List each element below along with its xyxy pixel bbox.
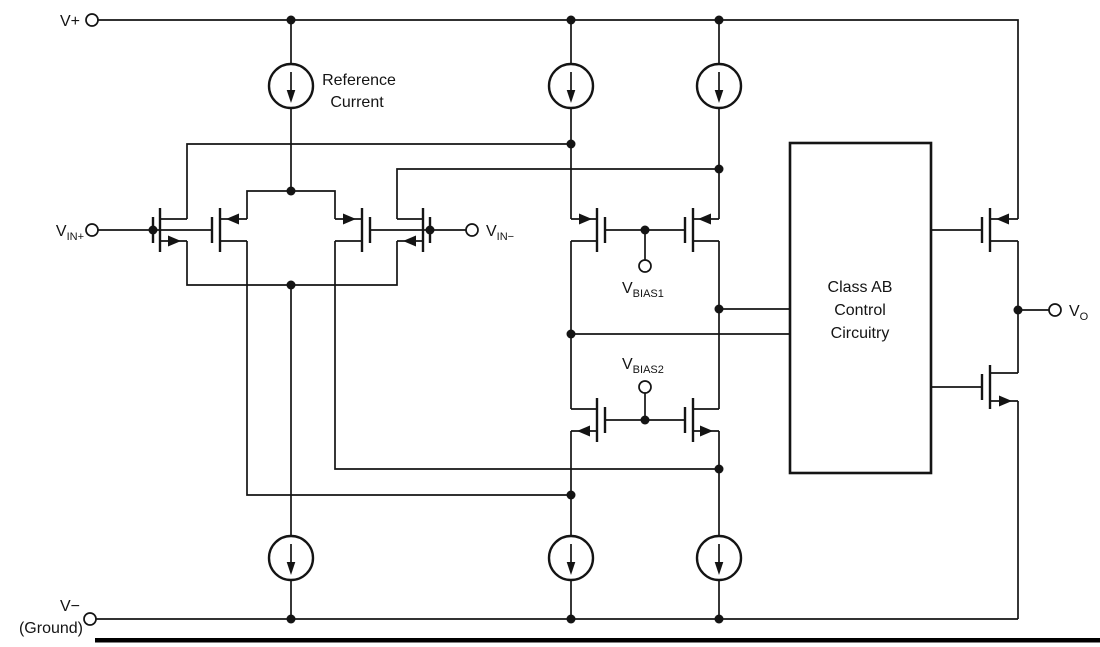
wire-t3-drain-to-right-node xyxy=(334,241,719,470)
label-vinminus: VIN− xyxy=(486,223,514,243)
source-drain-leads xyxy=(693,408,719,432)
junction-dot xyxy=(286,186,296,196)
junction-dot xyxy=(566,329,576,339)
source-arrow xyxy=(996,213,1009,225)
terminals xyxy=(83,13,1062,626)
junction-dot xyxy=(286,280,296,290)
source-arrow xyxy=(403,235,416,247)
pmos-output xyxy=(980,208,1018,252)
terminal-vinplus xyxy=(85,223,99,237)
current-arrow-head xyxy=(714,562,724,575)
current-sink-bottom-middle xyxy=(547,534,595,619)
junction-dot xyxy=(714,614,724,624)
junction-dot xyxy=(640,225,650,235)
junction-dot xyxy=(566,15,576,25)
current-source-reference xyxy=(267,20,315,191)
wire-t2-drain-to-left-node xyxy=(246,241,571,496)
junction-dot xyxy=(566,490,576,500)
current-sink-bottom-left xyxy=(267,534,315,619)
label-ground: (Ground) xyxy=(19,620,83,637)
current-arrow-head xyxy=(286,90,296,103)
wire-t1-drain-fold-left xyxy=(186,143,571,219)
terminal-vout xyxy=(1048,303,1062,317)
nmos-cascode-left xyxy=(571,398,607,442)
terminal-vbias2 xyxy=(638,380,652,394)
label-vplus: V+ xyxy=(60,13,80,30)
pmos-input-vinplus xyxy=(210,208,247,252)
junction-dot xyxy=(566,139,576,149)
nmos-output xyxy=(980,365,1018,409)
source-drain-leads xyxy=(220,218,247,242)
terminal-vplus xyxy=(85,13,99,27)
terminal-vminus xyxy=(83,612,97,626)
nmos-cascode-right xyxy=(683,398,719,442)
source-arrow xyxy=(168,235,181,247)
wire-t4-drain-fold-right xyxy=(396,168,719,219)
junction-dots xyxy=(148,15,1023,624)
label-vinplus: VIN+ xyxy=(56,223,84,243)
current-sink-bottom-right xyxy=(695,534,743,619)
junction-dot xyxy=(714,15,724,25)
junction-dot xyxy=(714,304,724,314)
source-drain-leads xyxy=(571,408,597,432)
current-arrow-head xyxy=(714,90,724,103)
source-arrow xyxy=(577,425,590,437)
current-arrow-head xyxy=(286,562,296,575)
source-arrow xyxy=(700,425,713,437)
source-arrow xyxy=(999,395,1012,407)
source-arrow xyxy=(579,213,592,225)
pmos-cascode-right xyxy=(683,208,719,252)
source-drain-leads xyxy=(335,218,362,242)
pmos-input-vinminus xyxy=(335,208,372,252)
class-ab-box-label-line1: Class AB xyxy=(828,279,893,296)
junction-dot xyxy=(286,15,296,25)
class-ab-box-label-line3: Circuitry xyxy=(831,325,890,342)
current-arrow-head xyxy=(566,90,576,103)
label-reference-current-line2: Current xyxy=(330,94,384,111)
source-arrow xyxy=(226,213,239,225)
source-arrow xyxy=(343,213,356,225)
current-source-top-middle xyxy=(547,20,595,219)
junction-dot xyxy=(640,415,650,425)
junction-dot xyxy=(148,225,158,235)
label-vbias2: VBIAS2 xyxy=(622,356,664,376)
source-arrow xyxy=(698,213,711,225)
class-ab-box-label-line2: Control xyxy=(834,302,886,319)
wire-top-rail xyxy=(98,19,1019,219)
junction-dot xyxy=(714,164,724,174)
wire-nmos-pair-source-node xyxy=(186,241,398,286)
current-arrow-head xyxy=(566,562,576,575)
labels: V+ Reference Current VIN+ VIN− VBIAS1 VB… xyxy=(19,13,1089,637)
junction-dot xyxy=(714,464,724,474)
class-ab-box-outline xyxy=(788,141,933,475)
bottom-border-rule xyxy=(95,638,1100,643)
label-reference-current-line1: Reference xyxy=(322,72,396,89)
current-source-top-right xyxy=(695,20,743,219)
junction-dot xyxy=(1013,305,1023,315)
junction-dot xyxy=(425,225,435,235)
junction-dot xyxy=(286,614,296,624)
junction-dot xyxy=(566,614,576,624)
pmos-cascode-left xyxy=(571,208,607,252)
terminal-vinminus xyxy=(465,223,479,237)
class-ab-control-box: Class AB Control Circuitry xyxy=(788,141,933,475)
label-vbias1: VBIAS1 xyxy=(622,280,664,300)
label-vout: VO xyxy=(1069,303,1089,323)
source-drain-leads xyxy=(990,372,1018,402)
wires xyxy=(96,19,1049,620)
label-vminus: V− xyxy=(60,598,80,615)
terminal-vbias1 xyxy=(638,259,652,273)
